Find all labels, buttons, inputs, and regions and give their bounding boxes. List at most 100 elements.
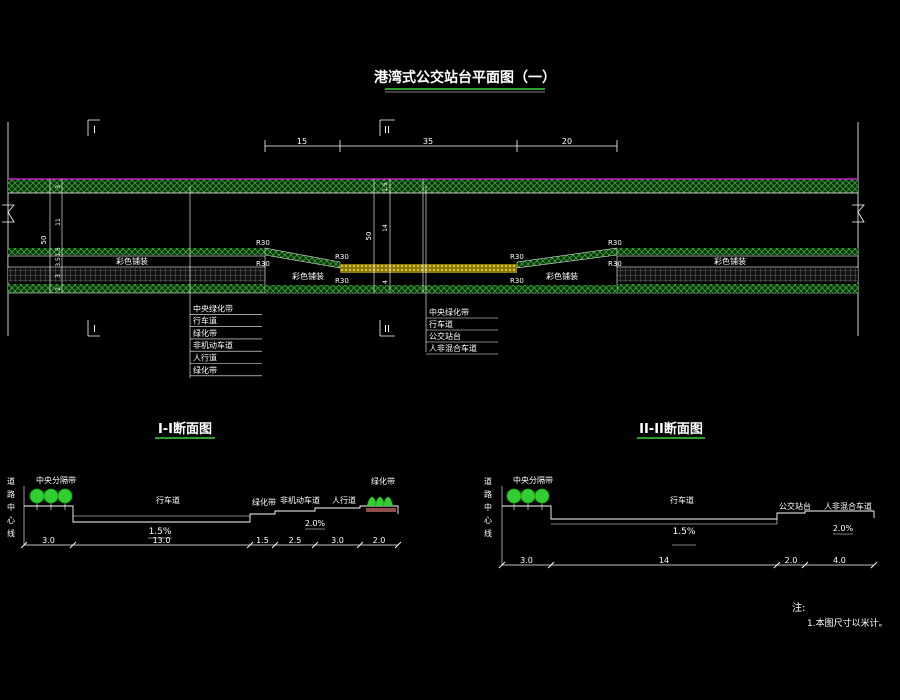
top-dimension-line: 15 35 20 xyxy=(264,137,618,152)
bay-green-strip xyxy=(265,285,617,293)
tree-icon xyxy=(506,488,522,504)
bus-platform xyxy=(340,264,517,273)
legend-item: 人非混合车道 xyxy=(429,343,477,353)
section1-trees xyxy=(29,488,73,510)
radius-label: R30 xyxy=(510,277,524,285)
section-marker-I-bottom: I xyxy=(87,320,100,337)
dim-value: 4.0 xyxy=(833,556,846,565)
dim-value: 14 xyxy=(659,556,669,565)
band-label: 彩色铺装 xyxy=(714,256,746,266)
svg-text:2.0%: 2.0% xyxy=(833,524,854,533)
dim-value: 3.0 xyxy=(331,536,344,545)
section-label: 行车道 xyxy=(670,495,694,505)
tree-icon xyxy=(534,488,550,504)
centerline-char: 线 xyxy=(484,528,492,538)
svg-text:1.5%: 1.5% xyxy=(673,527,696,537)
centerline-char: 中 xyxy=(7,502,15,512)
centerline-char: 心 xyxy=(7,516,15,525)
dim-tick xyxy=(773,561,781,569)
bay-taper-right xyxy=(516,247,618,269)
tree-icon xyxy=(57,488,73,504)
dim-value: 3.0 xyxy=(520,556,533,565)
svg-text:II: II xyxy=(384,324,390,335)
left-green-strip-2 xyxy=(8,284,265,293)
dim-tick xyxy=(20,541,28,549)
road-edges xyxy=(2,122,865,336)
svg-text:1.5: 1.5 xyxy=(55,247,62,257)
radius-label: R30 xyxy=(510,253,524,261)
right-green-strip-1 xyxy=(617,248,858,255)
dim-value: 3.0 xyxy=(42,536,55,545)
mid-vertical-dimension: 50 1.5 14 4 xyxy=(365,179,424,293)
band-label: 彩色铺装 xyxy=(546,271,578,281)
shrub-icon xyxy=(382,496,394,507)
legend-item: 人行道 xyxy=(193,353,217,363)
centerline-char: 路 xyxy=(484,489,492,499)
section-label: 绿化带 xyxy=(252,497,276,507)
dim-tick xyxy=(394,541,402,549)
section-label: 人行道 xyxy=(332,495,356,505)
centerline-char: 路 xyxy=(7,489,15,499)
svg-text:I: I xyxy=(93,125,96,136)
section-marker-II-bottom: II xyxy=(379,320,395,337)
dim-tick xyxy=(801,561,809,569)
section2-trees xyxy=(506,488,550,510)
centerline-char: 心 xyxy=(484,516,492,525)
dim-tick xyxy=(547,561,555,569)
radius-label: R30 xyxy=(335,253,349,261)
section-label: 公交站台 xyxy=(779,501,811,511)
section-label: 绿化带 xyxy=(371,476,395,486)
radius-label: R30 xyxy=(608,260,622,268)
section1-profile xyxy=(23,486,399,545)
dim-15: 15 xyxy=(297,137,307,146)
dim-value: 2.0 xyxy=(373,536,386,545)
left-green-strip-1 xyxy=(8,248,265,255)
centerline-char: 道 xyxy=(7,476,15,486)
legend-item: 绿化带 xyxy=(193,365,217,375)
svg-text:3: 3 xyxy=(55,274,62,278)
bay-taper-left xyxy=(264,247,341,269)
section1-title: I-I断面图 xyxy=(158,421,212,437)
svg-text:50: 50 xyxy=(365,232,373,241)
section-marker-I-top: I xyxy=(87,119,100,136)
dim-value: 1.5 xyxy=(256,536,269,545)
legend-item: 绿化带 xyxy=(193,328,217,338)
svg-text:4: 4 xyxy=(382,280,389,284)
section1-shrubs xyxy=(366,496,394,507)
legend-item: 行车道 xyxy=(429,319,453,329)
section-label: 行车道 xyxy=(156,495,180,505)
centerline-char: 中 xyxy=(484,502,492,512)
section2-profile xyxy=(501,486,875,565)
notes-heading: 注: xyxy=(792,601,805,614)
dim-tick xyxy=(246,541,254,549)
radius-label: R30 xyxy=(256,260,270,268)
band-label: 彩色铺装 xyxy=(292,271,324,281)
svg-text:I: I xyxy=(93,324,96,335)
section-marker-II-top: II xyxy=(379,119,395,136)
dim-tick xyxy=(870,561,878,569)
section-label: 人非混合车道 xyxy=(824,501,872,511)
centerline-char: 道 xyxy=(484,476,492,486)
left-color-pave xyxy=(7,255,266,268)
dim-value: 2.0 xyxy=(785,556,798,565)
dim-tick xyxy=(356,541,364,549)
section2-dimensions: 3.0 14 2.0 4.0 xyxy=(498,556,878,569)
left-grid-walk xyxy=(8,268,265,282)
dim-tick xyxy=(311,541,319,549)
section-label: 中央分隔带 xyxy=(513,475,553,485)
legend-item: 中央绿化带 xyxy=(193,303,233,313)
tree-icon xyxy=(29,488,45,504)
radius-label: R30 xyxy=(335,277,349,285)
dim-value: 13.0 xyxy=(153,536,171,545)
svg-text:11: 11 xyxy=(55,218,62,226)
dim-35: 35 xyxy=(423,137,433,146)
svg-text:2.0%: 2.0% xyxy=(305,519,326,528)
note-item: 1.本图尺寸以米计。 xyxy=(807,617,888,629)
right-green-strip-2 xyxy=(617,284,858,293)
section2-title: II-II断面图 xyxy=(639,421,703,437)
legend-item: 非机动车道 xyxy=(193,340,233,350)
